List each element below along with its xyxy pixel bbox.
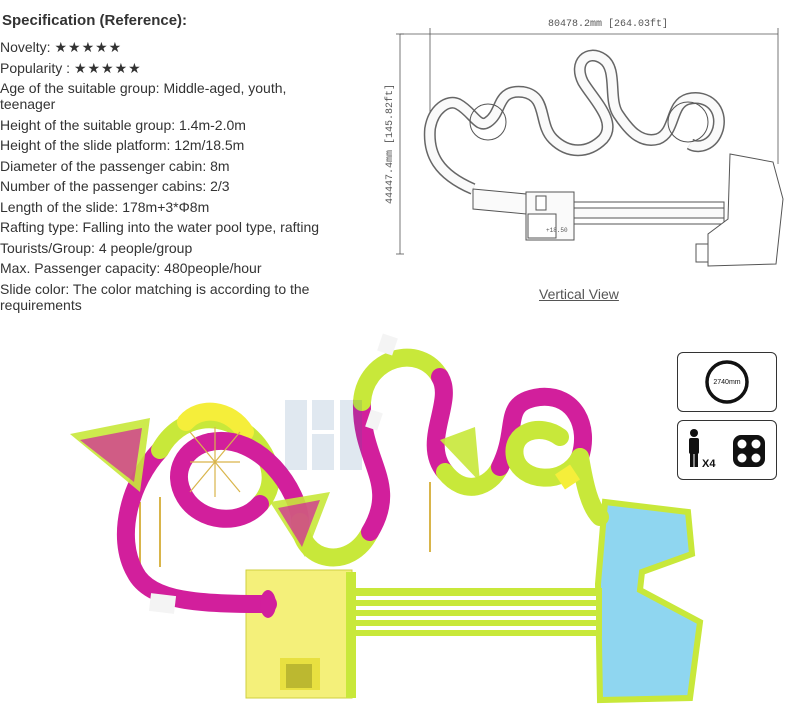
vertical-view-drawing: 80478.2mm [264.03ft] 44447.4mm [145.82ft… [384, 18, 784, 267]
spec-age: Age of the suitable group: Middle-aged, … [0, 80, 287, 112]
spec-slide-color: Slide color: The color matching is accor… [0, 280, 310, 313]
person-icon [689, 429, 699, 467]
height-dimension: 44447.4mm [145.82ft] [384, 84, 396, 204]
spec-tourists-group: Tourists/Group: 4 people/group [0, 239, 193, 256]
star-icon: ★★★★★ [73, 59, 142, 76]
spec-height-platform: Height of the slide platform: 12m/18.5m [0, 137, 245, 153]
slide-render [70, 333, 704, 704]
width-dimension: 80478.2mm [264.03ft] [548, 18, 668, 30]
tube-diameter-badge: 2740mm [677, 352, 777, 412]
spec-heading: Specification (Reference): [2, 12, 188, 29]
star-icon: ★★★★★ [54, 39, 123, 55]
spec-rafting-type: Rafting type: Falling into the water poo… [0, 219, 320, 235]
specification-panel: Specification (Reference): Novelty: ★★★★… [0, 12, 380, 317]
spec-height-group: Height of the suitable group: 1.4m-2.0m [0, 116, 246, 133]
spec-popularity: Popularity : ★★★★★ [0, 59, 142, 76]
spec-list: Novelty: ★★★★★ Popularity : ★★★★★ Age of… [0, 39, 380, 313]
vertical-view-caption: Vertical View [539, 286, 619, 302]
tube-diameter-label: 2740mm [713, 379, 740, 386]
platform-elevation-mark: +18.50 [546, 227, 568, 234]
spec-cabin-diameter: Diameter of the passenger cabin: 8m [0, 157, 230, 174]
spec-novelty: Novelty: ★★★★★ [0, 39, 123, 55]
spec-slide-length: Length of the slide: 178m+3*Φ8m [0, 198, 210, 215]
tube-diameter-icon: 2740mm [705, 360, 749, 404]
spec-capacity: Max. Passenger capacity: 480people/hour [0, 260, 262, 276]
spec-cabin-count: Number of the passenger cabins: 2/3 [0, 178, 230, 194]
riders-count: X4 [702, 458, 716, 470]
raft-4-seat-icon [733, 435, 765, 467]
riders-badge: X4 [677, 420, 777, 480]
